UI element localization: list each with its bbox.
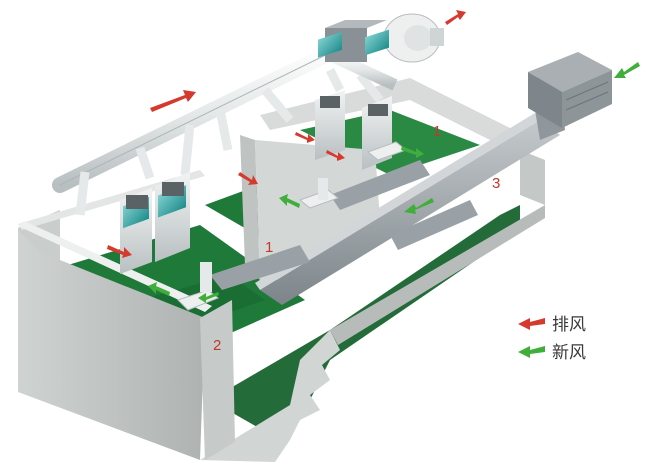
supply-duct-branch-1 (330, 160, 430, 210)
exhaust-arrow (107, 245, 132, 258)
exhaust-fan-icon (325, 13, 444, 63)
fume-hood-icon (315, 31, 345, 160)
supply-duct-branch-3 (390, 200, 478, 250)
fresh-air-arrow (198, 292, 219, 303)
supply-duct-branch-2 (210, 245, 310, 290)
room-label-1-right: 1 (433, 123, 441, 140)
wall-right-long (330, 205, 545, 345)
room-labels: 1 1 2 3 (213, 123, 500, 354)
walls (18, 78, 545, 462)
wall-back-right (260, 78, 510, 150)
exhaust-pipe-main-outline (59, 47, 341, 186)
wall-right-outer (520, 150, 545, 205)
legend-item-exhaust: 排风 (518, 315, 586, 335)
fresh-air-arrow (614, 62, 640, 78)
fume-hood-group-left (120, 172, 190, 274)
legend-fresh-label: 新风 (552, 343, 586, 363)
exhaust-arrows (107, 10, 466, 258)
room-label-3: 3 (492, 175, 500, 192)
fresh-air-arrows (148, 62, 640, 303)
exhaust-drop-3 (180, 124, 195, 176)
exhaust-drop-2 (135, 146, 155, 180)
exhaust-drop-4 (215, 109, 233, 151)
exhaust-arrow (326, 150, 345, 161)
exhaust-drop-1 (75, 171, 90, 216)
fresh-air-arrow (401, 146, 424, 158)
air-handling-unit-icon (528, 52, 612, 128)
fresh-air-arrow (404, 198, 434, 214)
exhaust-drop-5 (261, 87, 294, 123)
wall-partition-middle (240, 135, 260, 280)
room-label-1-middle: 1 (265, 239, 273, 256)
exhaust-drop-7 (356, 72, 384, 103)
wall-partition-room2 (200, 300, 235, 460)
legend-exhaust-label: 排风 (552, 315, 586, 335)
legend-fresh-arrow-icon (518, 346, 545, 358)
fresh-air-arrow (148, 282, 170, 296)
legend-item-fresh: 新风 (518, 343, 586, 363)
fume-hood-icon (120, 188, 152, 274)
diffuser-icon (177, 262, 219, 311)
exhaust-arrow (295, 132, 315, 143)
supply-duct-top (255, 113, 540, 290)
exhaust-arrow (150, 90, 196, 112)
wall-partition-middle-face (255, 140, 380, 280)
fume-hood-icon (155, 172, 190, 262)
exhaust-arrow (445, 10, 466, 25)
diffuser-icon (298, 178, 340, 209)
fresh-air-arrow (279, 194, 300, 208)
wall-front (18, 230, 205, 460)
wall-front-right (200, 330, 340, 462)
exhaust-arrow (238, 172, 258, 185)
legend: 排风 新风 (518, 315, 586, 363)
exhaust-drop-6 (325, 67, 345, 93)
legend-exhaust-arrow-icon (518, 318, 545, 330)
room-label-2: 2 (213, 337, 221, 354)
